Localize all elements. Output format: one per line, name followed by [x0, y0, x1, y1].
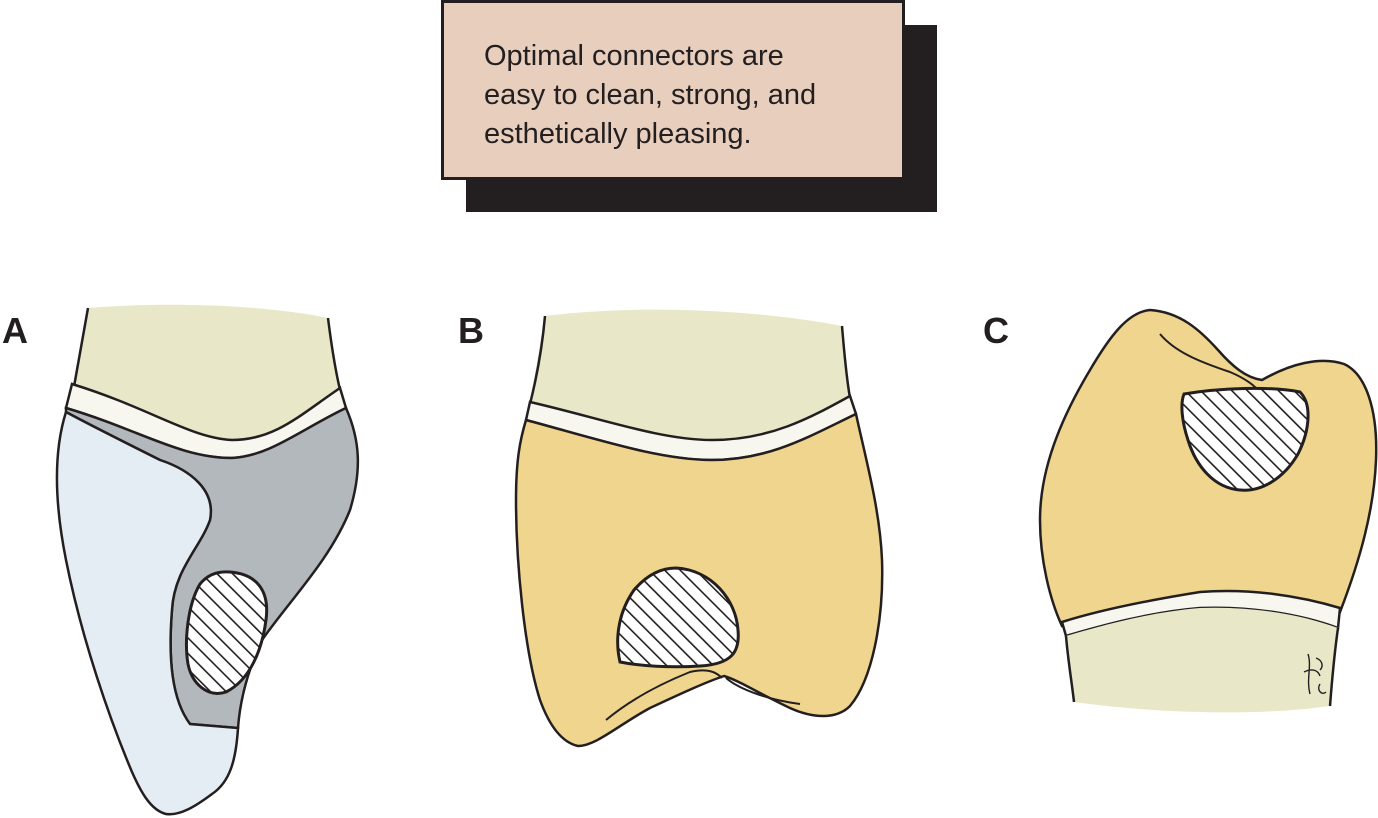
tooth-b-root-outline-left: [528, 315, 547, 405]
tooth-c-root-outline-right: [1328, 627, 1340, 707]
panel-label-c: C: [983, 310, 1009, 351]
tooth-b-occlusal-line-right: [725, 677, 801, 705]
callout-text: Optimal connectors are easy to clean, st…: [484, 40, 817, 150]
tooth-b-occlusal-line-left: [605, 669, 723, 721]
tooth-b: [514, 309, 884, 748]
tooth-b-connector: [616, 566, 740, 669]
callout-box: Optimal connectors are easy to clean, st…: [441, 0, 905, 180]
callout: Optimal connectors are easy to clean, st…: [441, 0, 939, 214]
tooth-a: [55, 304, 360, 816]
tooth-c-root-outline-left: [1064, 635, 1076, 703]
tooth-b-root: [530, 309, 850, 440]
tooth-c-occlusal-line: [1159, 333, 1257, 389]
panel-label-b: B: [458, 310, 484, 351]
tooth-c: [1038, 308, 1378, 713]
panel-label-a: A: [2, 310, 28, 351]
tooth-a-porcelain: [55, 410, 240, 816]
tooth-a-connector: [185, 570, 269, 695]
tooth-c-root: [1066, 607, 1338, 713]
tooth-b-root-outline-right: [840, 325, 852, 399]
tooth-c-connector: [1180, 386, 1310, 492]
artist-signature: [1303, 653, 1327, 695]
tooth-a-root-outline-left: [70, 307, 90, 399]
